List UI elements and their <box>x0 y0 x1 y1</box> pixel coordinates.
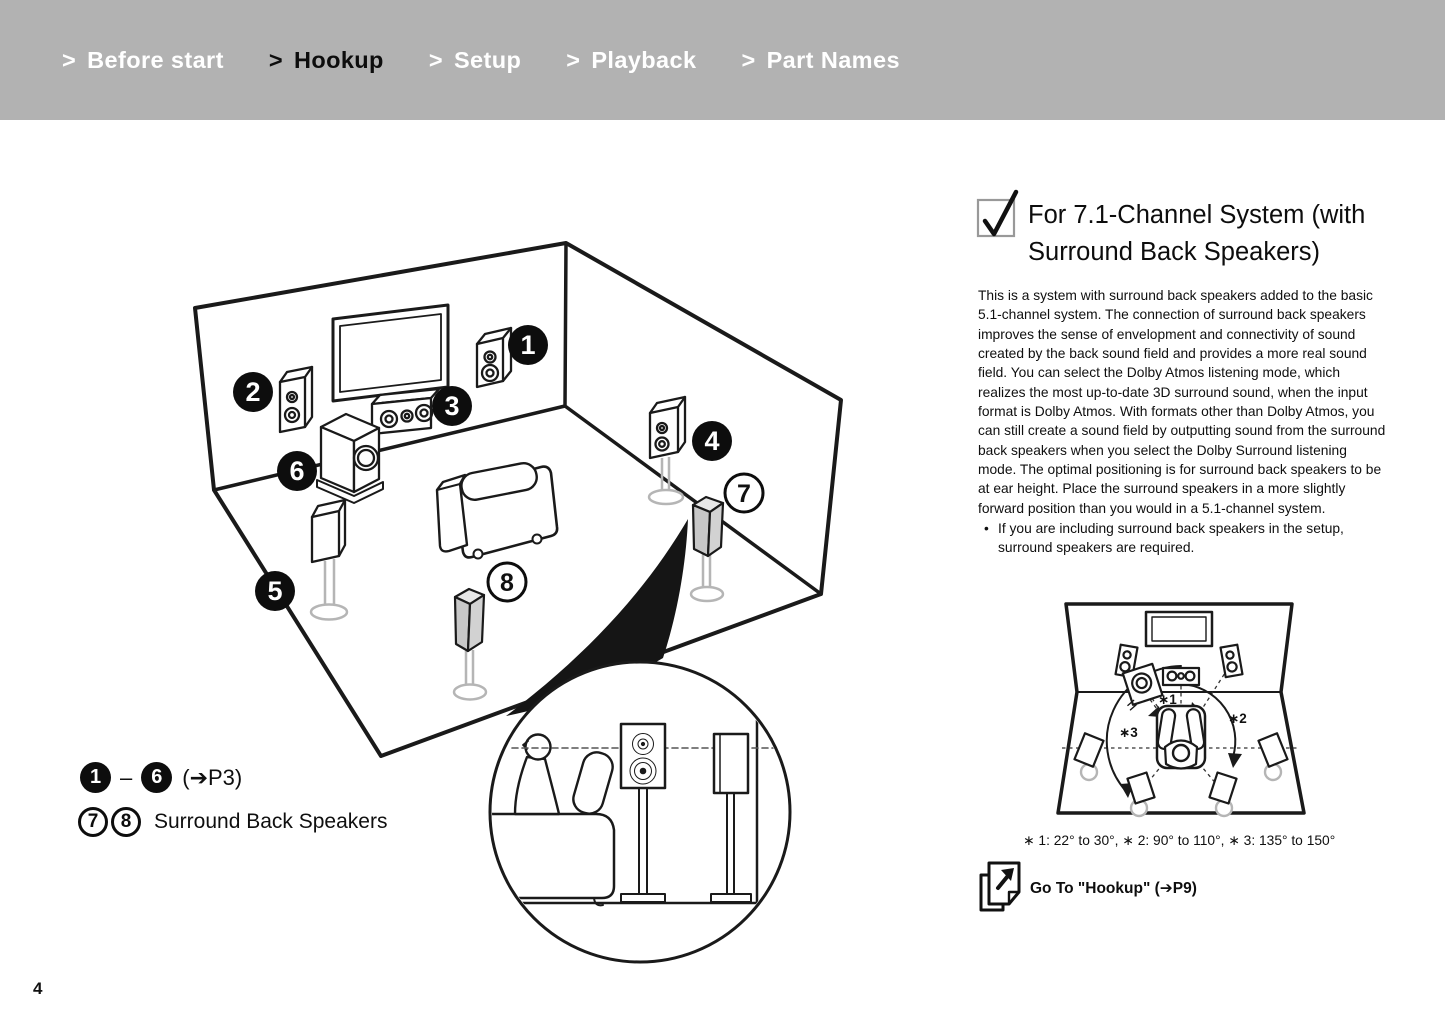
surround-back-right-speaker <box>689 495 725 603</box>
svg-text:4: 4 <box>704 426 719 456</box>
angle-label-2: ∗2 <box>1228 711 1247 726</box>
speaker-badge-4: 4 <box>692 421 732 461</box>
speaker-badge-1: 1 <box>508 325 548 365</box>
angle-ranges-note: ∗ 1: 22° to 30°, ∗ 2: 90° to 110°, ∗ 3: … <box>1023 833 1336 848</box>
goto-page-icon[interactable] <box>974 858 1024 918</box>
speaker-badges: 1 2 3 4 5 6 7 8 <box>233 325 765 611</box>
badge-8: 8 <box>111 807 141 837</box>
nav-hookup[interactable]: > Hookup <box>269 47 384 74</box>
nav-label: Setup <box>453 46 522 73</box>
range-dash: – <box>120 764 133 790</box>
front-left-speaker <box>278 365 314 434</box>
speaker-badge-7: 7 <box>723 472 765 514</box>
bullet-item: • If you are including surround back spe… <box>978 519 1389 558</box>
ear-height-inset <box>488 660 792 964</box>
page-number: 4 <box>33 979 43 998</box>
surround-back-left-speaker <box>452 587 488 701</box>
nav-label: Playback <box>591 46 697 73</box>
chevron-icon: > <box>428 46 443 73</box>
nav-before-start[interactable]: > Before start <box>62 47 224 74</box>
speaker-badge-3: 3 <box>432 386 472 426</box>
svg-text:5: 5 <box>267 576 282 606</box>
section-body: This is a system with surround back spea… <box>978 286 1389 558</box>
angle-label-3: ∗3 <box>1119 725 1138 740</box>
legend-surround-back: 7 8 Surround Back Speakers <box>78 807 387 837</box>
chevron-icon: > <box>741 46 756 73</box>
nav-setup[interactable]: > Setup <box>429 47 521 74</box>
listener-chair <box>1155 704 1207 770</box>
nav-label: Before start <box>87 46 224 73</box>
bullet-text: If you are including surround back speak… <box>998 521 1344 556</box>
speaker-badge-2: 2 <box>233 372 273 412</box>
nav-label: Part Names <box>766 46 900 73</box>
badge-1: 1 <box>80 762 111 793</box>
speaker-badge-8: 8 <box>486 561 528 603</box>
svg-text:8: 8 <box>500 569 514 597</box>
surround-back-label: Surround Back Speakers <box>154 810 388 833</box>
speaker-badge-5: 5 <box>255 571 295 611</box>
chevron-icon: > <box>566 46 581 73</box>
angle-label-1: ∗1 <box>1158 692 1177 707</box>
center-speaker <box>370 387 441 436</box>
legend-speakers-1-6: 1 – 6 (➔P3) <box>80 762 242 793</box>
sofa <box>435 462 559 560</box>
surround-and-back-speakers-top-view <box>1073 732 1289 818</box>
goto-hookup-link[interactable]: Go To "Hookup" (➔P9) <box>1030 880 1197 897</box>
bullet-icon: • <box>984 521 989 537</box>
section-title: For 7.1-Channel System (with Surround Ba… <box>1028 197 1398 271</box>
checkbox-checked-icon <box>976 189 1019 238</box>
nav-part-names[interactable]: > Part Names <box>741 47 899 74</box>
svg-text:2: 2 <box>245 377 260 407</box>
title-line-2: Surround Back Speakers) <box>1028 238 1320 266</box>
svg-text:6: 6 <box>289 456 304 486</box>
overhead-angle-diagram: ∗1 ∗2 ∗3 <box>1056 602 1306 818</box>
nav-label: Hookup <box>293 46 384 73</box>
nav-playback[interactable]: > Playback <box>566 47 696 74</box>
chevron-icon: > <box>62 46 77 73</box>
title-line-1: For 7.1-Channel System (with <box>1028 201 1366 229</box>
tv <box>331 303 450 403</box>
svg-text:7: 7 <box>737 480 751 508</box>
body-paragraph: This is a system with surround back spea… <box>978 288 1386 516</box>
surround-right-speaker <box>647 395 687 506</box>
badge-7: 7 <box>78 807 108 837</box>
subwoofer <box>316 412 384 504</box>
surround-left-speaker <box>309 498 349 621</box>
svg-text:1: 1 <box>520 330 535 360</box>
speaker-badge-6: 6 <box>277 451 317 491</box>
page-reference-p3[interactable]: (➔P3) <box>182 764 243 790</box>
top-nav-bar: > Before start > Hookup > Setup > Playba… <box>0 0 1445 120</box>
chevron-icon: > <box>268 46 283 73</box>
front-right-speaker <box>475 326 513 389</box>
svg-text:3: 3 <box>444 391 459 421</box>
badge-6: 6 <box>141 762 173 793</box>
